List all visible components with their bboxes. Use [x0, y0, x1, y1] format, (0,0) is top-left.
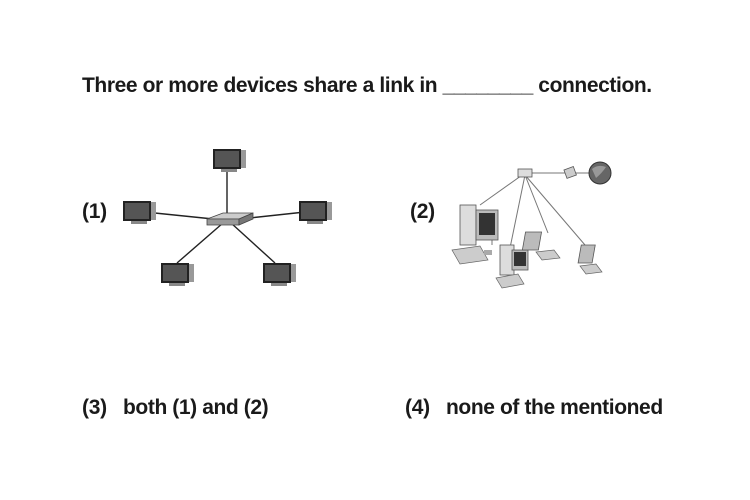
desktop-computer-icon: [495, 244, 529, 289]
option-3-label[interactable]: both (1) and (2): [123, 396, 269, 419]
computer-icon: [161, 263, 194, 286]
computer-icon: [263, 263, 296, 286]
modem-icon: [563, 166, 577, 179]
computer-icon: [299, 201, 332, 224]
computer-icon: [213, 149, 246, 172]
bus-topology-diagram: [451, 161, 612, 289]
laptop-icon: [521, 231, 561, 261]
computer-icon: [123, 201, 156, 224]
switch-icon: [517, 168, 533, 178]
option-1-number[interactable]: (1): [82, 200, 107, 223]
option-3-number[interactable]: (3): [82, 396, 107, 419]
star-topology-diagram: [123, 149, 332, 286]
option-4-number[interactable]: (4): [405, 396, 430, 419]
option-2-number[interactable]: (2): [410, 200, 435, 223]
hub-icon: [206, 212, 254, 226]
laptop-icon: [577, 244, 603, 275]
option-4-label[interactable]: none of the mentioned: [446, 396, 663, 419]
internet-globe-icon: [588, 161, 612, 185]
desktop-computer-icon: [451, 204, 499, 265]
question-text: Three or more devices share a link in __…: [82, 74, 652, 97]
